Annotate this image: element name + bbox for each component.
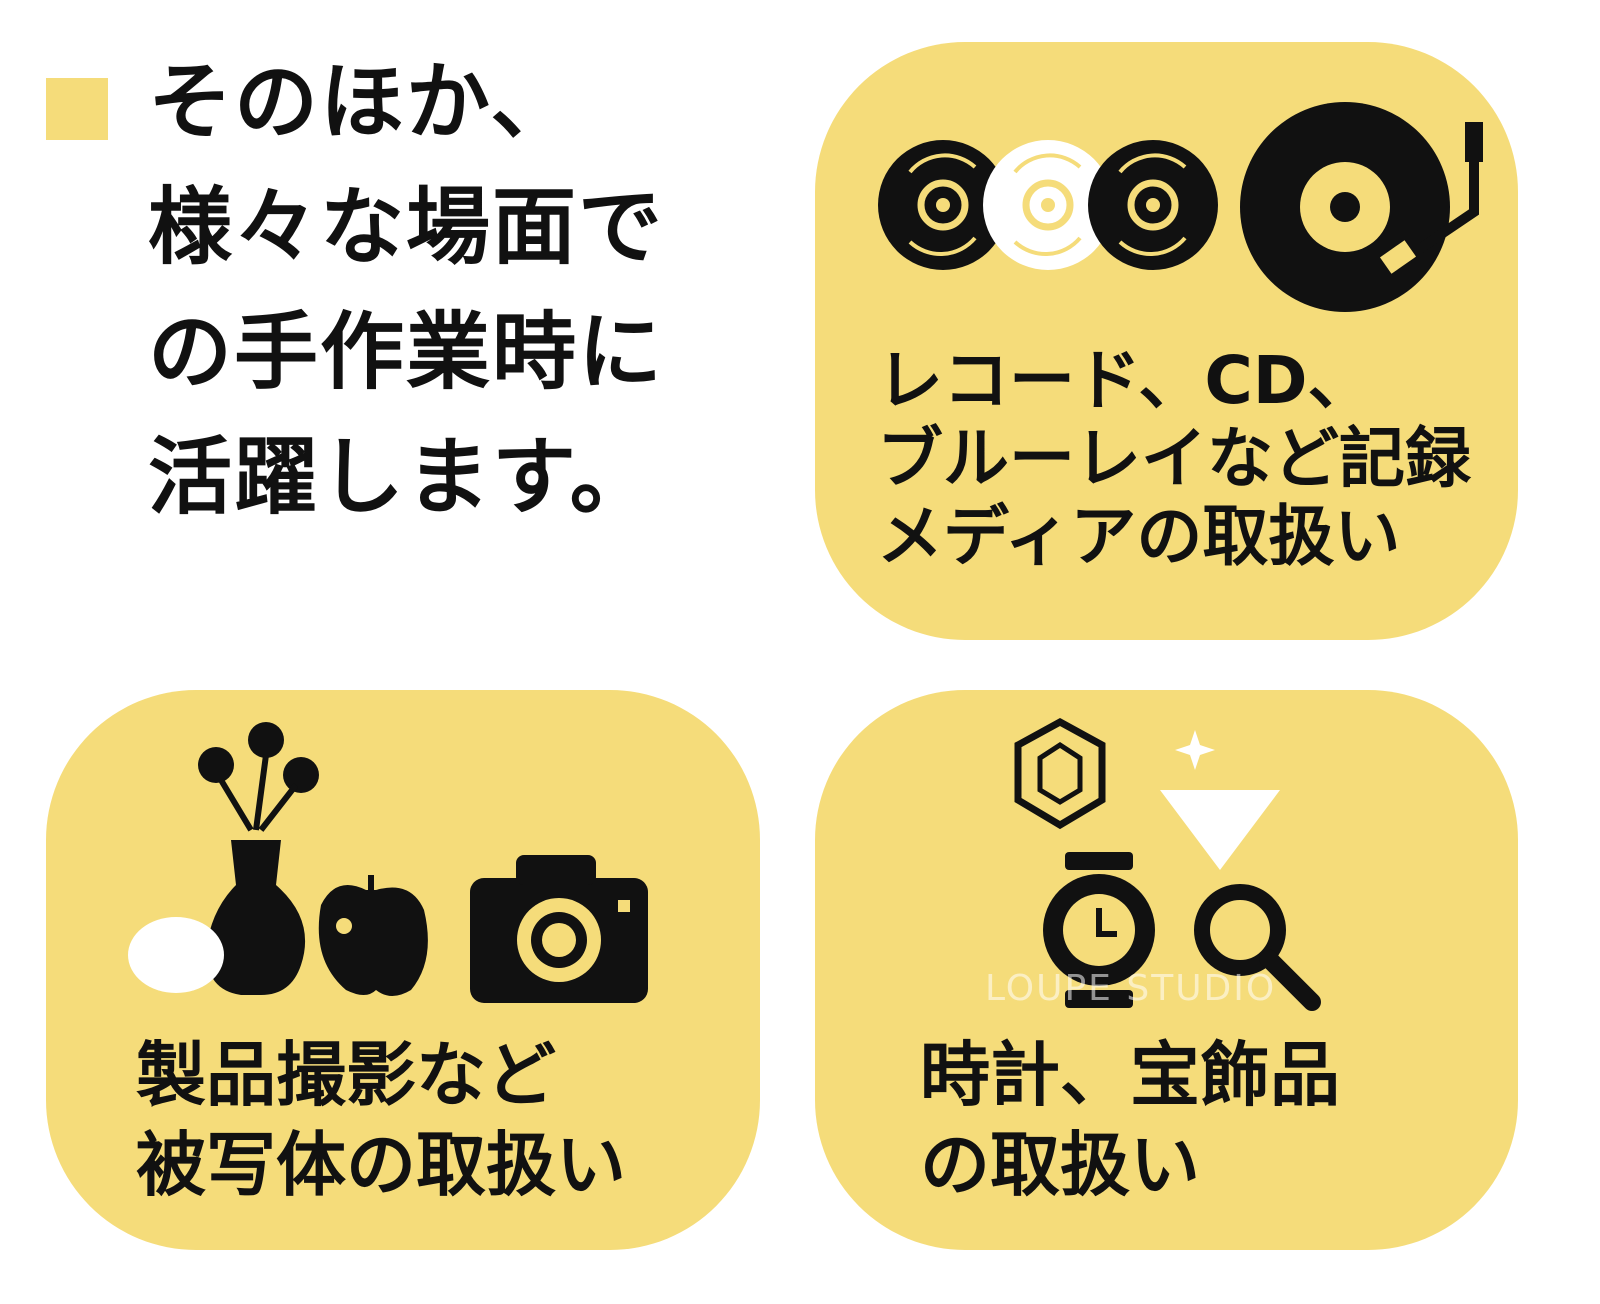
- card-media: レコード、CD、 ブルーレイなど記録 メディアの取扱い: [815, 42, 1518, 640]
- media-icons: [878, 102, 1483, 312]
- diamond-icon: [1160, 730, 1280, 870]
- jewelry-icons: [1014, 718, 1321, 1011]
- heading-line: 様々な場面で: [148, 178, 665, 276]
- lemon-icon: [128, 917, 224, 993]
- heading-line: の手作業時に: [148, 303, 665, 401]
- magnifier-icon: [1194, 884, 1321, 1011]
- heading-line: そのほか、: [148, 53, 577, 151]
- product-icons: [128, 722, 648, 1003]
- card-jewelry-text: 時計、宝飾品 の取扱い: [920, 1030, 1340, 1210]
- card-line: メディアの取扱い: [877, 498, 1401, 575]
- card-line: 被写体の取扱い: [136, 1124, 626, 1206]
- flower-vase-icon: [198, 722, 319, 995]
- card-jewelry: 時計、宝飾品 の取扱い: [815, 690, 1518, 1250]
- card-line: レコード、CD、: [877, 342, 1374, 419]
- card-products: 製品撮影など 被写体の取扱い: [46, 690, 760, 1250]
- card-media-text: レコード、CD、 ブルーレイなど記録 メディアの取扱い: [877, 342, 1471, 576]
- watch-icon: [1043, 852, 1155, 1008]
- camera-icon: [470, 855, 648, 1003]
- heading-bullet: [46, 78, 108, 140]
- vinyl-record-icon: [1088, 140, 1218, 270]
- gem-icon: [1014, 718, 1106, 830]
- heading-line: 活躍します。: [148, 428, 656, 526]
- card-line: 製品撮影など: [136, 1034, 556, 1116]
- cd-icon: [983, 140, 1113, 270]
- vinyl-record-icon: [878, 140, 1008, 270]
- page-heading: そのほか、 様々な場面で の手作業時に 活躍します。: [148, 40, 664, 540]
- card-line: の取扱い: [920, 1124, 1200, 1206]
- card-line: ブルーレイなど記録: [877, 420, 1471, 497]
- apple-icon: [318, 875, 428, 996]
- card-line: 時計、宝飾品: [920, 1034, 1340, 1116]
- turntable-icon: [1240, 102, 1483, 312]
- card-products-text: 製品撮影など 被写体の取扱い: [136, 1030, 626, 1210]
- watermark: LOUPE STUDIO: [985, 968, 1277, 1009]
